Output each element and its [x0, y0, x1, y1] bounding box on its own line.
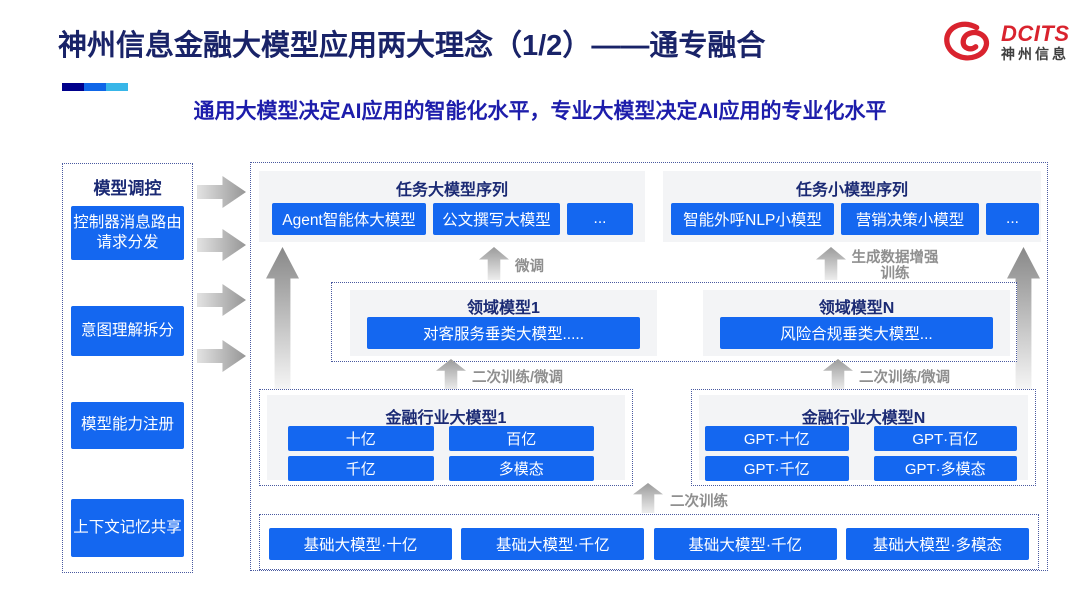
- model-control-panel: 模型调控 控制器消息路由请求分发 意图理解拆分 模型能力注册 上下文记忆共享: [62, 163, 193, 573]
- sidebar-item-context-memory: 上下文记忆共享: [71, 499, 184, 557]
- industry-model-n-section: 金融行业大模型N GPT·十亿 GPT·百亿 GPT·千亿 GPT·多模态: [691, 389, 1036, 486]
- right-arrow-icon: [197, 229, 246, 261]
- model-box-100b: 千亿: [288, 456, 434, 481]
- accent-segment-blue: [84, 83, 106, 91]
- model-control-title: 模型调控: [93, 179, 162, 198]
- label-retrain-finetune: 二次训练/微调: [859, 370, 951, 386]
- right-arrow-icon: [197, 176, 246, 208]
- model-box-base-1b: 基础大模型·十亿: [269, 528, 452, 560]
- model-box-marketing-decision: 营销决策小模型: [841, 203, 979, 235]
- up-arrow-icon: [479, 247, 509, 280]
- model-box-ellipsis: ...: [567, 203, 633, 235]
- sidebar-item-intent-split: 意图理解拆分: [71, 306, 184, 356]
- label-retrain-finetune: 二次训练/微调: [472, 370, 564, 386]
- section-title: 任务小模型序列: [795, 182, 908, 199]
- title-accent-bar: [62, 83, 128, 91]
- base-model-section: 基础大模型·十亿 基础大模型·千亿 基础大模型·千亿 基础大模型·多模态: [259, 514, 1039, 570]
- right-arrow-icon: [197, 284, 246, 316]
- model-box-gpt-10b: GPT·百亿: [873, 426, 1017, 451]
- industry-model-1-grid: 十亿 百亿 千亿 多模态: [288, 426, 594, 481]
- task-small-model-row: 智能外呼NLP小模型 营销决策小模型 ...: [671, 203, 1039, 235]
- section-title: 任务大模型序列: [395, 182, 508, 199]
- logo-text: DCITS 神州信息: [1001, 22, 1070, 62]
- model-box-customer-service-vertical: 对客服务垂类大模型.....: [367, 317, 640, 349]
- base-model-row: 基础大模型·十亿 基础大模型·千亿 基础大模型·千亿 基础大模型·多模态: [269, 528, 1029, 560]
- model-box-gpt-100b: GPT·千亿: [705, 456, 849, 481]
- sidebar-item-capability-registry: 模型能力注册: [71, 402, 184, 449]
- up-arrow-icon: [633, 483, 663, 513]
- model-box-multimodal: 多模态: [448, 456, 594, 481]
- section-title: 领域模型N: [818, 300, 895, 317]
- sidebar-item-message-routing: 控制器消息路由请求分发: [71, 206, 184, 260]
- domain-model-section: 领域模型1 对客服务垂类大模型..... 领域模型N 风险合规垂类大模型...: [331, 282, 1017, 362]
- company-logo: DCITS 神州信息: [942, 20, 1070, 64]
- model-box-base-100b-2: 基础大模型·千亿: [653, 528, 837, 560]
- logo-brand: DCITS: [1001, 21, 1070, 47]
- dcits-swirl-icon: [944, 21, 990, 61]
- main-diagram-container: 任务大模型序列 Agent智能体大模型 公文撰写大模型 ... 任务小模型序列 …: [250, 162, 1048, 571]
- model-box-base-multimodal: 基础大模型·多模态: [845, 528, 1029, 560]
- accent-segment-navy: [62, 83, 84, 91]
- model-box-agent: Agent智能体大模型: [272, 203, 426, 235]
- slide-subtitle: 通用大模型决定AI应用的智能化水平，专业大模型决定AI应用的专业化水平: [193, 100, 887, 123]
- task-large-model-row: Agent智能体大模型 公文撰写大模型 ...: [272, 203, 633, 235]
- model-box-document-writing: 公文撰写大模型: [433, 203, 560, 235]
- right-arrow-icon: [197, 340, 246, 372]
- page-title: 神州信息金融大模型应用两大理念（1/2）——通专融合: [58, 30, 766, 62]
- domain-model-n-panel: 领域模型N 风险合规垂类大模型...: [703, 290, 1010, 356]
- up-arrow-icon: [816, 247, 846, 280]
- model-box-10b: 百亿: [448, 426, 594, 451]
- section-title: 领域模型1: [467, 300, 540, 317]
- up-arrow-icon: [823, 359, 853, 390]
- up-arrow-icon: [436, 359, 466, 390]
- model-box-gpt-multimodal: GPT·多模态: [873, 456, 1017, 481]
- domain-model-1-panel: 领域模型1 对客服务垂类大模型.....: [350, 290, 657, 356]
- task-small-model-section: 任务小模型序列 智能外呼NLP小模型 营销决策小模型 ...: [663, 171, 1041, 242]
- model-box-gpt-1b: GPT·十亿: [705, 426, 849, 451]
- model-box-base-100b: 基础大模型·千亿: [461, 528, 645, 560]
- accent-segment-cyan: [106, 83, 128, 91]
- model-box-risk-compliance-vertical: 风险合规垂类大模型...: [720, 317, 993, 349]
- tall-up-arrow-icon: [266, 247, 299, 390]
- model-box-1b: 十亿: [288, 426, 434, 451]
- label-finetune: 微调: [515, 259, 544, 275]
- section-title: 金融行业大模型N: [801, 410, 926, 427]
- model-box-outbound-nlp: 智能外呼NLP小模型: [671, 203, 834, 235]
- model-box-ellipsis: ...: [986, 203, 1039, 235]
- industry-model-1-section: 金融行业大模型1 十亿 百亿 千亿 多模态: [259, 389, 633, 486]
- label-retrain: 二次训练: [670, 494, 728, 510]
- task-large-model-section: 任务大模型序列 Agent智能体大模型 公文撰写大模型 ...: [259, 171, 645, 242]
- label-generated-data-training: 生成数据增强训练: [851, 250, 939, 282]
- logo-brand-cn: 神州信息: [1001, 46, 1069, 63]
- section-title: 金融行业大模型1: [385, 410, 507, 427]
- industry-model-n-grid: GPT·十亿 GPT·百亿 GPT·千亿 GPT·多模态: [705, 426, 1017, 481]
